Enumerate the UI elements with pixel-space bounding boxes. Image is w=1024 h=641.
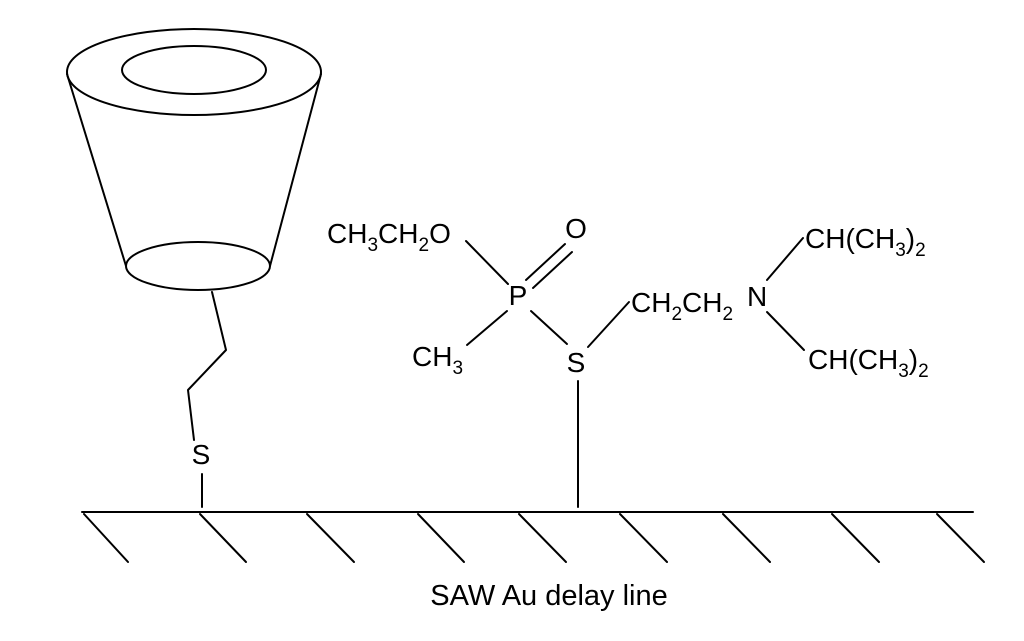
cup-inner-cavity xyxy=(121,45,267,95)
surface-hatch xyxy=(199,513,247,563)
bond-p-methyl xyxy=(466,310,508,346)
ethoxy-group-label: CH3CH2O xyxy=(327,218,451,256)
bond-o-p xyxy=(465,240,509,285)
linker-chain xyxy=(187,291,227,441)
ethylene-group-label: CH2CH2 xyxy=(631,287,733,325)
diagram-caption: SAW Au delay line xyxy=(430,580,668,612)
cup-left-wall xyxy=(66,73,127,267)
gold-surface xyxy=(81,511,985,563)
isopropyl-top-label: CH(CH3)2 xyxy=(805,223,926,261)
bond-p-oxo-2 xyxy=(532,251,573,289)
surface-hatch xyxy=(83,513,129,563)
bond-n-isopropyl-top xyxy=(766,237,804,281)
surface-hatch xyxy=(722,513,771,563)
surface-hatch xyxy=(831,513,880,563)
oxo-oxygen-label: O xyxy=(565,213,587,244)
surface-hatch xyxy=(417,513,465,563)
thio-sulfur-label: S xyxy=(567,347,586,378)
surface-hatch xyxy=(306,513,355,563)
cyclodextrin-cup xyxy=(66,28,322,291)
adsorbed-molecule: CH3CH2O O P CH3 S CH2CH2 N CH(CH3)2 CH(C… xyxy=(327,213,929,508)
phosphorus-label: P xyxy=(509,280,528,311)
isopropyl-bottom-label: CH(CH3)2 xyxy=(808,344,929,382)
cup-linker: S xyxy=(187,291,227,508)
surface-hatch xyxy=(936,513,985,563)
methyl-group-label: CH3 xyxy=(412,341,463,379)
bond-n-isopropyl-bottom xyxy=(766,311,805,351)
cup-bottom-rim xyxy=(125,241,271,291)
linker-sulfur-label: S xyxy=(192,439,211,470)
bond-p-oxo-1 xyxy=(525,243,566,281)
surface-hatch xyxy=(619,513,668,563)
cup-right-wall xyxy=(269,73,322,267)
cup-top-rim xyxy=(66,28,322,116)
nitrogen-label: N xyxy=(747,281,767,312)
bond-s-ch2 xyxy=(587,301,630,348)
surface-hatch xyxy=(518,513,567,563)
bond-p-s xyxy=(530,310,568,345)
